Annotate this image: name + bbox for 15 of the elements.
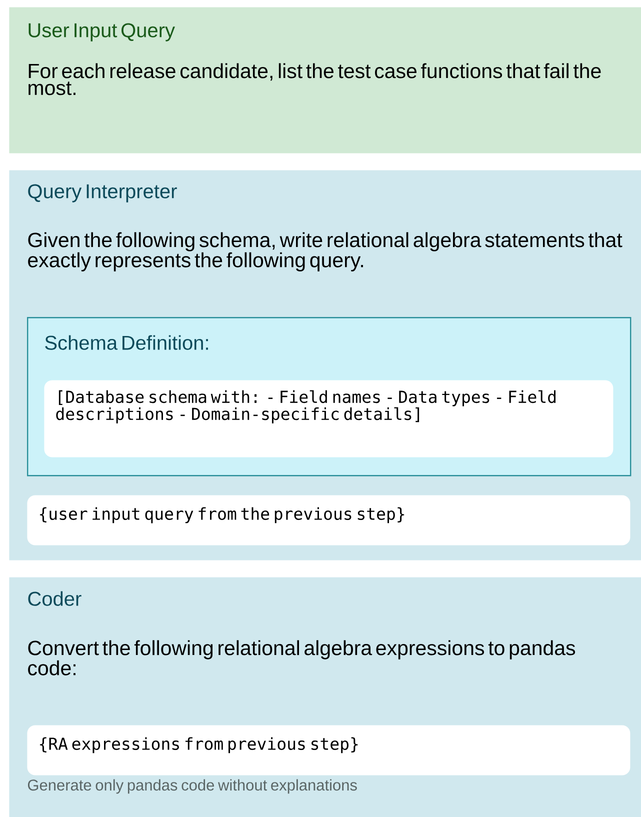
code-text: {RA expressions from previous step} — [40, 737, 358, 754]
query-panel — [9, 7, 641, 154]
panel-title: Query Interpreter — [28, 184, 177, 202]
panel-title: Coder — [28, 591, 82, 606]
code-box — [44, 380, 614, 458]
prompt-text: Given the following schema, write relational algebra statements that exactly represents the following query. — [28, 232, 622, 272]
code-text: [Database schema with: - Field names - Data types - Field descriptions - Domain-specific details] — [56, 390, 556, 424]
panel-title: Schema Definition: — [45, 335, 208, 350]
code-text: {user input query from the previous step} — [40, 507, 404, 524]
prompt-text: For each release candidate, list the test case functions that fail the most. — [28, 63, 601, 96]
prompt-text: Convert the following relational algebra expressions to pandas code: — [28, 640, 576, 676]
note-text: Generate only pandas code without explanations — [28, 779, 357, 794]
code-box — [27, 495, 630, 546]
panel-title: User Input Query — [28, 23, 175, 42]
code-box — [27, 725, 630, 776]
